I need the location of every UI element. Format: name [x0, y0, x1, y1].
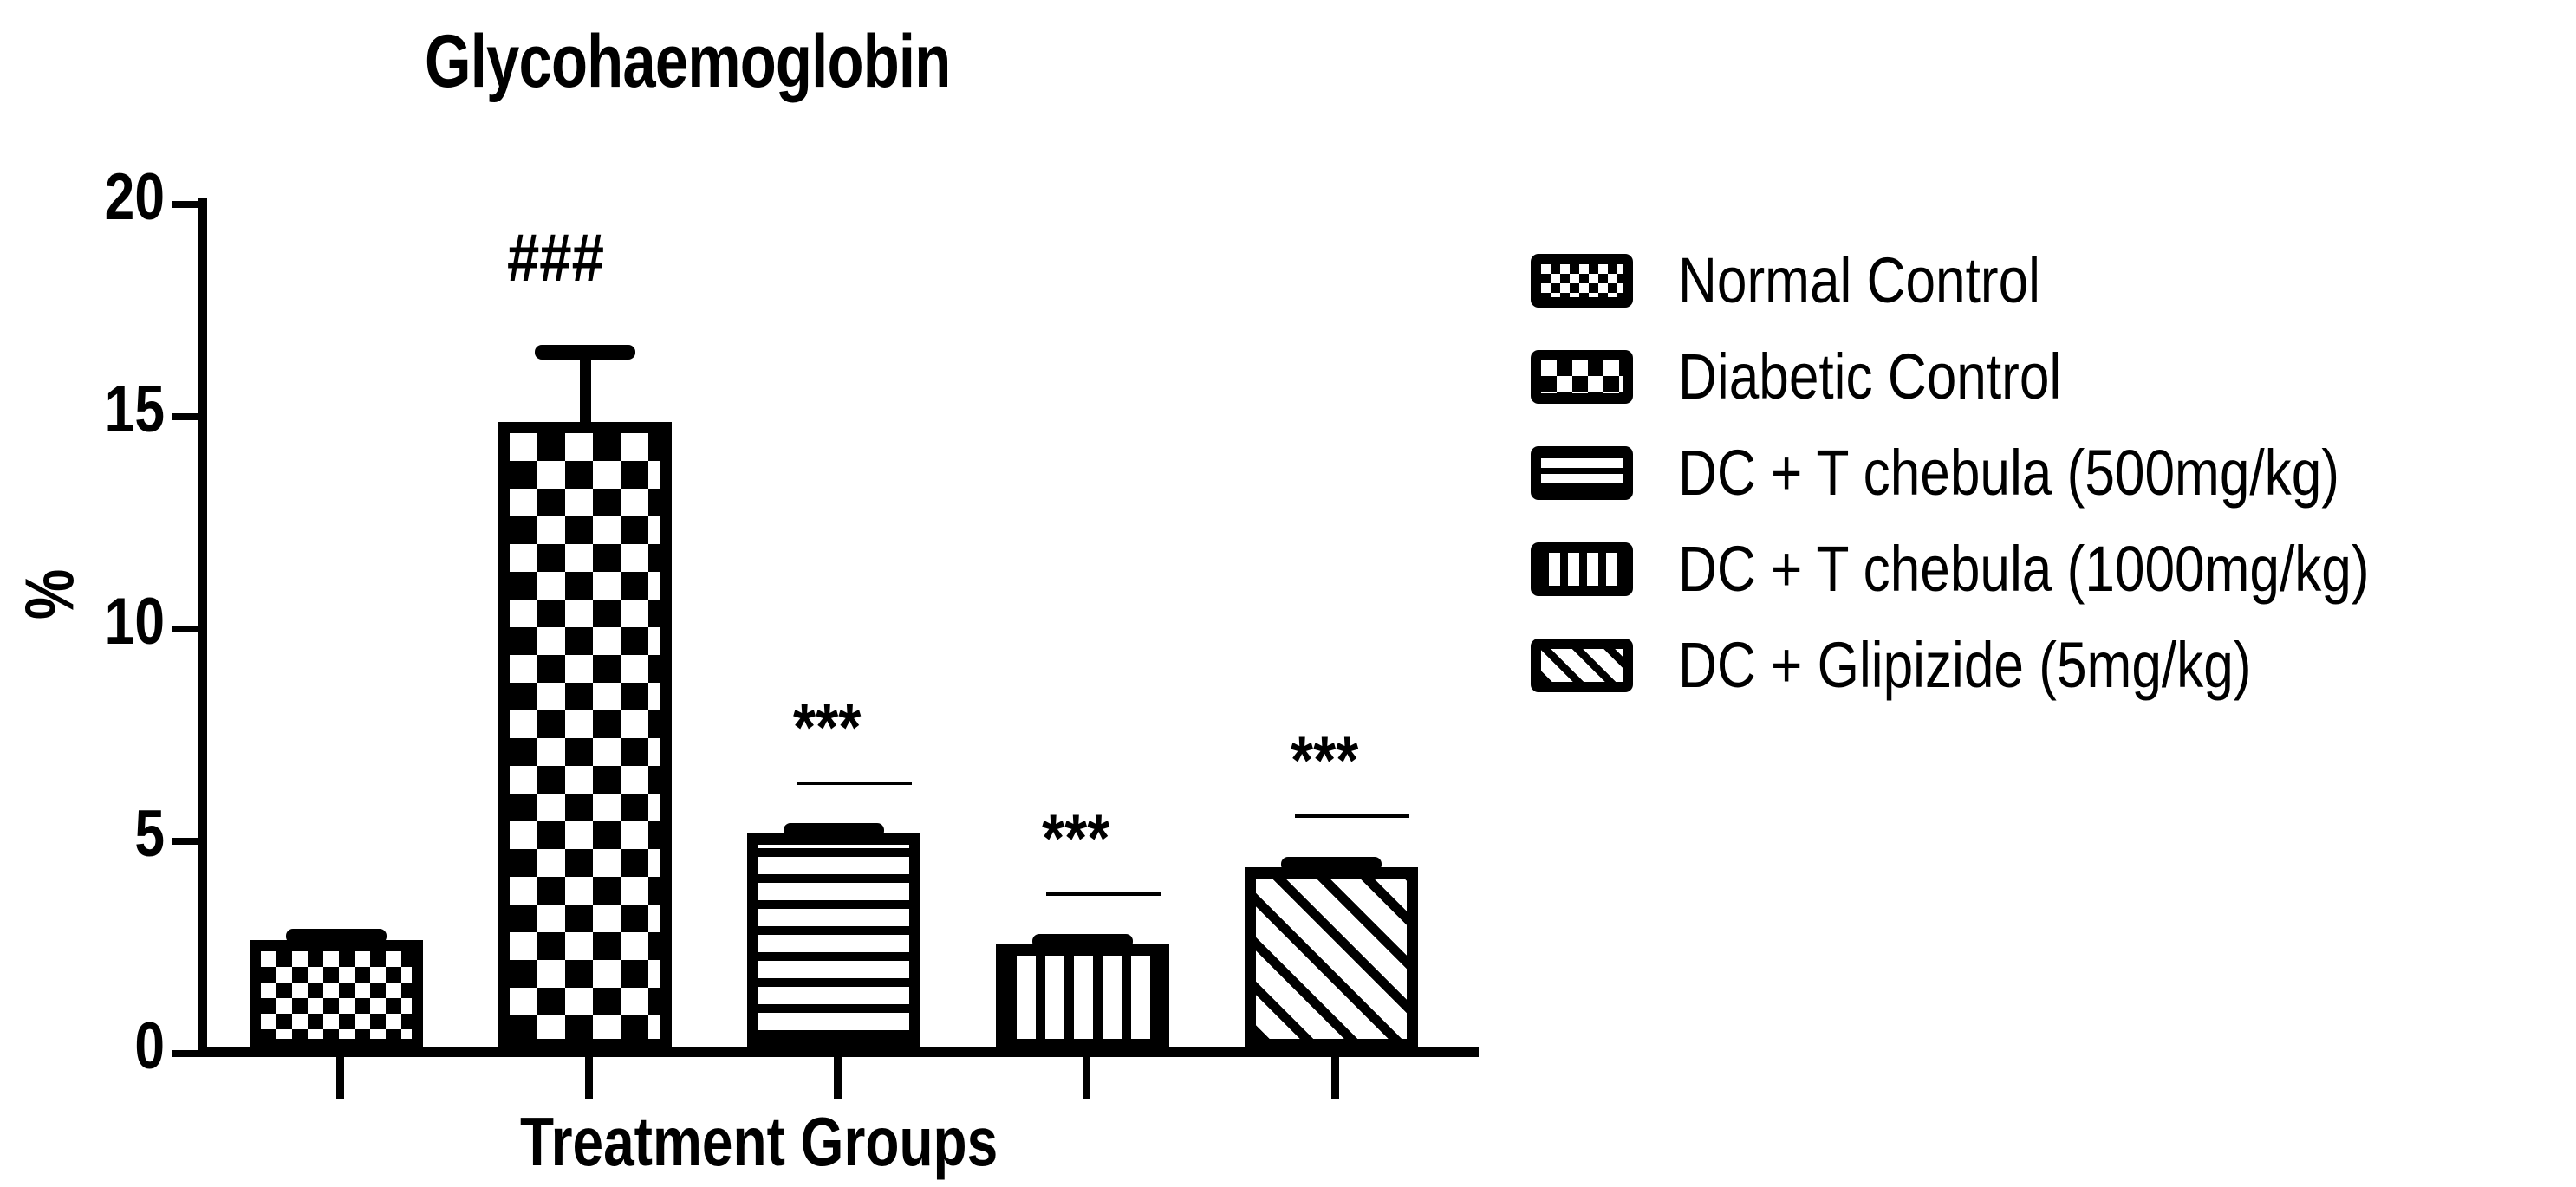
error-bar-stem-2 [580, 345, 591, 427]
error-bar-cap-2 [535, 345, 635, 360]
error-bar-cap-3 [784, 823, 884, 838]
legend-swatch-checkerboard-fine-icon [1531, 253, 1633, 308]
y-tick-0 [172, 1050, 199, 1057]
legend-item-tchebula-1000[interactable]: DC + T chebula (1000mg/kg) [1531, 521, 2571, 617]
chart-legend: Normal Control Diabetic Control DC + T c… [1531, 232, 2571, 713]
y-tick-label-20: 20 [104, 160, 165, 234]
y-tick-label-5: 5 [134, 797, 165, 871]
significance-marker-diabetic-control: ### [507, 219, 604, 295]
legend-item-tchebula-500[interactable]: DC + T chebula (500mg/kg) [1531, 425, 2571, 521]
y-tick-5 [172, 838, 199, 845]
legend-item-glipizide-5[interactable]: DC + Glipizide (5mg/kg) [1531, 617, 2571, 713]
plot-area: 20 15 10 5 0 % ### *** [10, 160, 1479, 1180]
bar-tchebula-500 [747, 833, 920, 1050]
bar-tchebula-1000 [996, 944, 1169, 1050]
y-tick-label-10: 10 [104, 585, 165, 658]
y-axis-title: % [10, 568, 88, 620]
legend-item-normal-control[interactable]: Normal Control [1531, 232, 2571, 328]
legend-swatch-checkerboard-coarse-icon [1531, 349, 1633, 404]
bar-diabetic-control [498, 422, 672, 1050]
x-tick-5 [1331, 1057, 1339, 1099]
y-axis-line [198, 198, 207, 1055]
bar-glipizide-5 [1245, 867, 1418, 1050]
legend-swatch-vertical-lines-icon [1531, 542, 1633, 596]
legend-label-glipizide-5: DC + Glipizide (5mg/kg) [1678, 628, 2252, 701]
significance-rule-4 [1046, 892, 1161, 896]
legend-label-tchebula-1000: DC + T chebula (1000mg/kg) [1678, 532, 2370, 605]
significance-marker-tchebula-500: *** [793, 689, 862, 765]
x-tick-2 [585, 1057, 593, 1099]
chart-title: Glycohaemoglobin [425, 20, 951, 103]
y-tick-15 [172, 413, 199, 420]
legend-swatch-diagonal-hatch-icon [1531, 638, 1633, 692]
legend-label-normal-control: Normal Control [1678, 243, 2040, 316]
error-bar-cap-1 [286, 929, 387, 944]
error-bar-cap-4 [1032, 934, 1133, 949]
y-tick-label-15: 15 [104, 373, 165, 446]
legend-swatch-horizontal-lines-icon [1531, 445, 1633, 500]
error-bar-cap-5 [1281, 857, 1382, 872]
x-tick-4 [1083, 1057, 1090, 1099]
bar-normal-control [250, 940, 423, 1050]
y-tick-10 [172, 626, 199, 632]
significance-marker-tchebula-1000: *** [1042, 800, 1110, 876]
legend-item-diabetic-control[interactable]: Diabetic Control [1531, 328, 2571, 425]
legend-label-diabetic-control: Diabetic Control [1678, 340, 2062, 412]
x-axis-title: Treatment Groups [520, 1103, 999, 1180]
significance-rule-5 [1295, 814, 1409, 818]
x-tick-3 [834, 1057, 842, 1099]
significance-rule-3 [797, 782, 912, 785]
x-tick-1 [336, 1057, 344, 1099]
y-tick-label-0: 0 [134, 1009, 165, 1083]
significance-marker-glipizide-5: *** [1291, 722, 1359, 798]
y-tick-20 [172, 201, 199, 208]
legend-label-tchebula-500: DC + T chebula (500mg/kg) [1678, 436, 2340, 509]
